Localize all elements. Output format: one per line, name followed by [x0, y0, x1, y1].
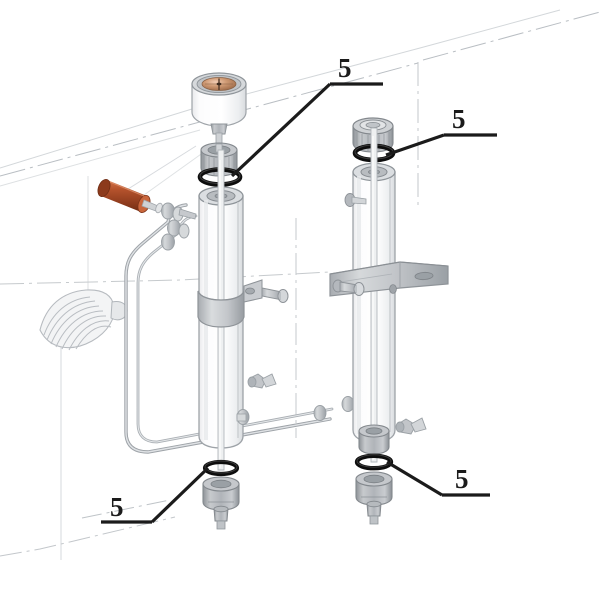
construction-lines — [0, 9, 600, 560]
o-ring-lower-left — [202, 459, 240, 477]
bracket-bolt — [332, 279, 365, 296]
small-bracket-left — [247, 373, 277, 389]
filter-canister — [97, 178, 163, 214]
gauge-cap-assembly — [191, 72, 247, 145]
callout-label-top-left: 5 — [338, 53, 352, 83]
clamp-band-left — [197, 279, 289, 328]
o-ring-lower-right — [354, 453, 394, 471]
collar-mid-right — [358, 424, 390, 455]
line-fittings-left — [161, 202, 197, 251]
bracket-slot — [414, 271, 434, 281]
leader-line-top-left — [230, 82, 332, 178]
leader-line-bottom-right — [386, 460, 443, 497]
collar-lower-right — [355, 471, 393, 525]
callout-label-bottom-left: 5 — [110, 492, 124, 522]
collar-lower-left — [202, 476, 240, 530]
mounting-bracket — [329, 261, 449, 297]
clamp-bolt-left — [261, 287, 289, 303]
leader-line-bottom-left — [150, 466, 210, 524]
ribbed-grip — [39, 289, 128, 351]
bolt-lower-right — [366, 500, 382, 525]
small-bracket-right — [395, 417, 427, 435]
leader-line-top-right — [385, 133, 445, 157]
cylinder-body-right — [352, 127, 396, 463]
line-fittings-lower-left — [236, 396, 355, 425]
callout-label-bottom-right: 5 — [455, 464, 469, 494]
cylinder-lug-right — [344, 193, 367, 207]
callout-label-top-right: 5 — [452, 104, 466, 134]
callout-leaders — [101, 82, 497, 524]
bolt-lower-left — [213, 505, 229, 530]
